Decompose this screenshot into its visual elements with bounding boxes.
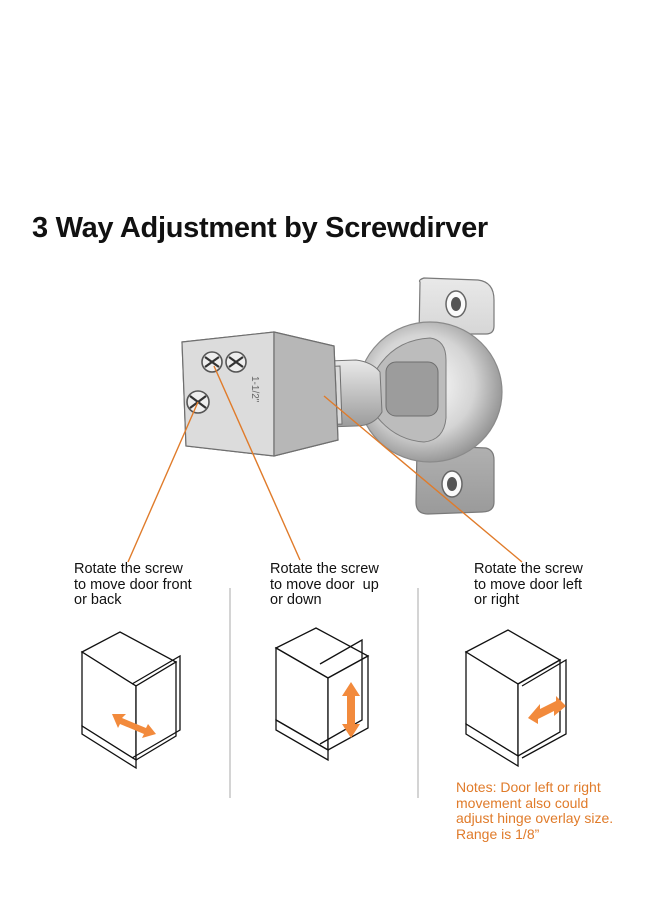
step-left-right-line3: or right: [474, 592, 520, 608]
note-text: Notes: Door left or right movement also …: [456, 779, 614, 842]
step-up-down-line2: to move door up: [270, 576, 379, 593]
double-arrow-vertical-icon: [342, 682, 360, 738]
note-line3: adjust hinge overlay size.: [456, 810, 614, 826]
step-left-right-line1: Rotate the screw: [474, 561, 583, 577]
double-arrow-diagonal-icon: [112, 714, 156, 738]
step-front-back-caption: Rotate the screw to move door front or b…: [74, 561, 192, 609]
hinge-image: 1-1/2": [181, 277, 503, 515]
page-title: 3 Way Adjustment by Screwdirver: [32, 212, 488, 244]
step-up-down-caption: Rotate the screw to move door up or down: [270, 561, 379, 609]
step-left-right-line2: to move door left: [474, 576, 582, 593]
note-line4: Range is 1/8”: [456, 825, 540, 842]
leader-line-left-right: [323, 395, 523, 563]
double-arrow-horizontal-icon: [528, 696, 566, 724]
cabinet-diagram-up-down: [274, 627, 370, 762]
leader-line-up-down: [213, 365, 301, 561]
step-front-back-line1: Rotate the screw: [74, 561, 183, 577]
step-front-back-line3: or back: [74, 592, 122, 608]
note-line1: Notes: Door left or right: [456, 779, 601, 795]
leader-line-front-back: [127, 401, 199, 563]
cabinet-diagram-left-right: [464, 629, 567, 768]
leader-lines: [127, 365, 523, 563]
note-line2: movement also could: [456, 794, 589, 811]
step-up-down-line3: or down: [270, 592, 322, 608]
cabinet-diagram-front-back: [80, 631, 181, 770]
hinge-stamp: 1-1/2": [249, 376, 260, 403]
step-up-down-line1: Rotate the screw: [270, 561, 379, 577]
step-front-back-line2: to move door front: [74, 576, 192, 593]
step-left-right-caption: Rotate the screw to move door left or ri…: [474, 561, 583, 609]
